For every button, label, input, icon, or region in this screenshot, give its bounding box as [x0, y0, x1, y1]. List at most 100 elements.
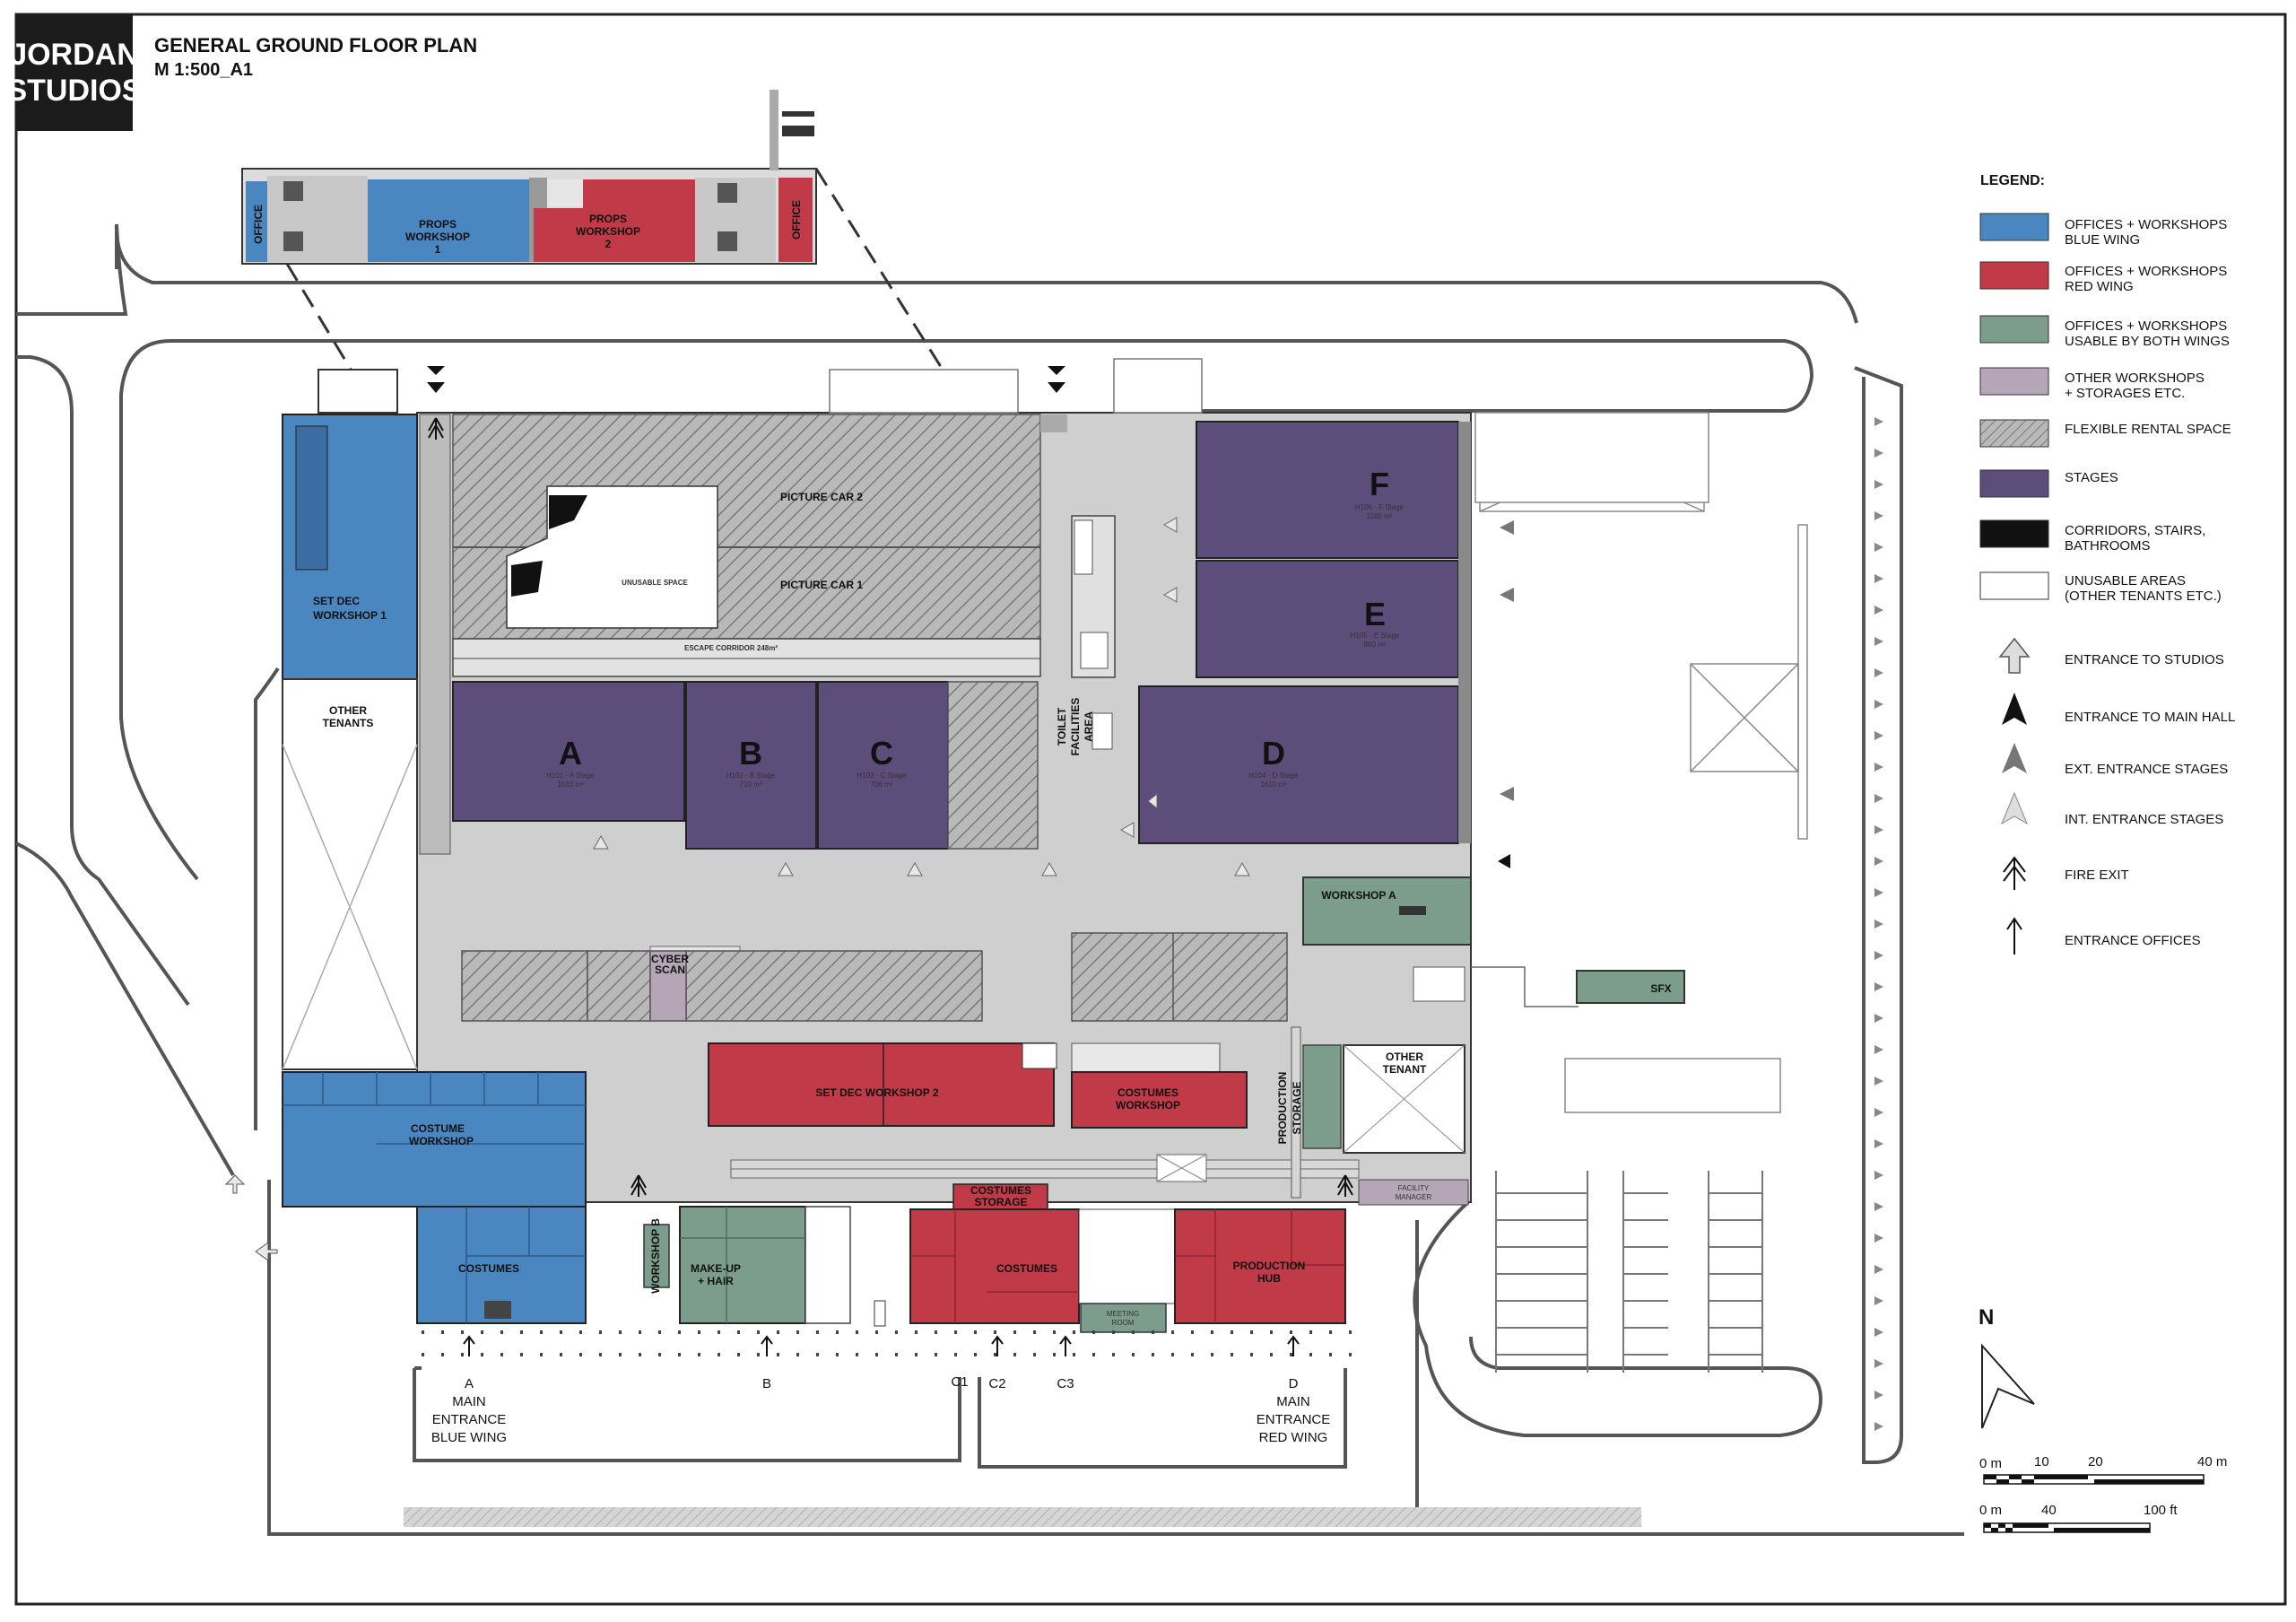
- stage-e-letter: E: [1364, 596, 1386, 632]
- facility-manager-label-b: MANAGER: [1396, 1193, 1432, 1201]
- entrance-d-l2: ENTRANCE: [1257, 1412, 1331, 1427]
- production-storage-label-a: PRODUCTION: [1276, 1072, 1289, 1145]
- unusable-space-label: UNUSABLE SPACE: [622, 579, 688, 587]
- workshop-a-label: WORKSHOP A: [1321, 889, 1396, 902]
- scale-m10: 10: [2034, 1454, 2049, 1469]
- cyber-scan-room: [649, 950, 687, 1022]
- entrance-d-code: D: [1289, 1376, 1299, 1391]
- fire-exit-icon: [631, 1174, 647, 1197]
- legend-item-11-l1: EXT. ENTRANCE STAGES: [2065, 762, 2228, 777]
- ext-stage-entrance-icon: [1500, 520, 1514, 801]
- legend-int-stage-entrance-icon: [2000, 791, 2029, 825]
- cyber-scan-label-b: SCAN: [655, 964, 685, 976]
- forecourts: [413, 1366, 1347, 1469]
- int-stage-entrance-icon: [1119, 517, 1178, 838]
- stage-e-sub: H105 - E Stage: [1351, 632, 1400, 640]
- legend-swatch-stages: [1979, 469, 2049, 498]
- costume-workshop-label-b: WORKSHOP: [409, 1135, 474, 1147]
- facility-manager-label-a: FACILITY: [1398, 1184, 1430, 1192]
- props-workshop-1-label-c: 1: [435, 243, 441, 256]
- costumes-storage-label-a: COSTUMES: [970, 1184, 1031, 1197]
- legend-item-3-l1: OFFICES + WORKSHOPS: [2065, 318, 2227, 334]
- stage-c-letter: C: [870, 735, 893, 772]
- legend-swatch-red-wing: [1979, 261, 2049, 290]
- entrance-a-l1: MAIN: [452, 1394, 486, 1409]
- production-hub-label-a: PRODUCTION: [1233, 1260, 1306, 1272]
- north-arrow: N: [1979, 1305, 2035, 1429]
- entrance-c2: C2: [988, 1376, 1005, 1391]
- stage-a-sub: H101 - A Stage: [546, 772, 595, 780]
- north-label: N: [1979, 1305, 1994, 1330]
- left-wing: SET DEC WORKSHOP 1 OTHER TENANTS COSTUME…: [282, 414, 587, 1208]
- props-workshop-1: [368, 179, 529, 262]
- main-hall-entrance-icon: [1048, 366, 1065, 393]
- legend-item-12-l1: INT. ENTRANCE STAGES: [2065, 812, 2223, 827]
- stage-d-area: 1610 m²: [1260, 780, 1287, 789]
- office-left-label: OFFICE: [252, 205, 265, 244]
- main-building: PICTURE CAR 2 PICTURE CAR 1 UNUSABLE SPA…: [317, 358, 1709, 1206]
- legend-item-4-l2: + STORAGES ETC.: [2065, 386, 2185, 401]
- legend-swatch-corridors: [1979, 519, 2049, 548]
- legend-item-2-l2: RED WING: [2065, 279, 2134, 294]
- legend-item-3-l2: USABLE BY BOTH WINGS: [2065, 334, 2230, 349]
- legend-item-8-l2: (OTHER TENANTS ETC.): [2065, 589, 2222, 604]
- legend-swatch-unusable: [1979, 571, 2049, 600]
- stage-b-letter: B: [739, 735, 762, 772]
- toilet-label-b: FACILITIES: [1069, 698, 1082, 756]
- office-right: [778, 178, 813, 262]
- legend: LEGEND: OFFICES + WORKSHOPS BLUE WING OF…: [1979, 173, 2235, 955]
- production-storage-label-b: STORAGE: [1291, 1081, 1303, 1134]
- picture-car-2-label: PICTURE CAR 2: [780, 491, 863, 503]
- main-hall-entrance-icon: [427, 366, 445, 393]
- stage-b-area: 710 m²: [740, 780, 762, 789]
- costumes-storage: [952, 1183, 1048, 1210]
- makeup-label-a: MAKE-UP: [691, 1262, 741, 1275]
- tree-row: [1874, 417, 1883, 1431]
- stage-e: [1196, 560, 1459, 678]
- sheet-border: [14, 13, 2287, 1606]
- props-workshop-2-label-a: PROPS: [589, 213, 627, 225]
- stage-a: [452, 681, 685, 822]
- legend-office-entrance-icon: [2006, 917, 2022, 955]
- legend-swatch-other-workshops: [1979, 367, 2049, 396]
- stage-f-sub: H106 - F Stage: [1355, 503, 1405, 511]
- stage-a-area: 1033 m²: [557, 780, 584, 789]
- costumes-workshop-label-b: WORKSHOP: [1116, 1099, 1180, 1112]
- set-dec-workshop-2: [708, 1042, 1055, 1127]
- stage-b-sub: H102 - B Stage: [726, 772, 776, 780]
- entrance-d-l3: RED WING: [1259, 1430, 1328, 1445]
- fire-exit-icon: [428, 417, 444, 440]
- main-hall-entrance-icon: [1498, 854, 1510, 868]
- fire-exit-icon: [1337, 1174, 1353, 1197]
- toilet-label-a: TOILET: [1056, 707, 1068, 746]
- props-workshop-1-label-b: WORKSHOP: [405, 231, 470, 243]
- legend-item-1-l2: BLUE WING: [2065, 232, 2140, 248]
- costumes-storage-label-b: STORAGE: [974, 1196, 1027, 1208]
- set-dec-workshop-2-label: SET DEC WORKSHOP 2: [815, 1086, 938, 1099]
- meeting-room-label-a: MEETING: [1107, 1310, 1139, 1318]
- logo-line-1: JORDAN: [10, 38, 139, 72]
- sfx-label: SFX: [1650, 982, 1671, 995]
- int-stage-entrance-icon: [593, 834, 1250, 876]
- jordan-studios-logo: JORDAN STUDIOS: [6, 14, 143, 131]
- legend-item-5-l1: FLEXIBLE RENTAL SPACE: [2065, 422, 2231, 437]
- parking-lots: [1495, 1171, 1763, 1373]
- workshop-b-label: WORKSHOP B: [649, 1218, 662, 1294]
- stage-c-area: 706 m²: [871, 780, 893, 789]
- workshop-b: [643, 1224, 670, 1288]
- legend-item-10-l1: ENTRANCE TO MAIN HALL: [2065, 710, 2235, 725]
- other-tenants-label-a: OTHER: [329, 704, 367, 717]
- logo-line-2: STUDIOS: [6, 74, 142, 108]
- legend-swatch-flexible-rental: [1979, 419, 2049, 448]
- legend-item-9-l1: ENTRANCE TO STUDIOS: [2065, 652, 2224, 667]
- entrance-markers: [224, 366, 1514, 1261]
- stage-d-letter: D: [1262, 735, 1285, 772]
- costume-workshop: [282, 1071, 587, 1208]
- meeting-room-label-b: ROOM: [1112, 1319, 1135, 1327]
- picture-car-1-label: PICTURE CAR 1: [780, 579, 863, 591]
- stage-f: [1196, 421, 1459, 559]
- legend-swatch-blue-wing: [1979, 213, 2049, 241]
- scale-m0: 0 m: [1979, 1456, 2002, 1471]
- entrance-labels: A MAIN ENTRANCE BLUE WING B C1 C2 C3 D M…: [431, 1374, 1330, 1445]
